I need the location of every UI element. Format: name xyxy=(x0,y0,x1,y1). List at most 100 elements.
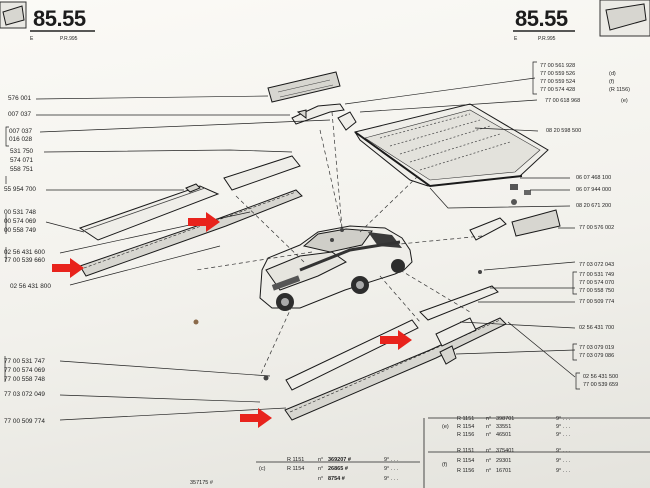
header-sub-e-left: E xyxy=(30,36,34,42)
part-ref: 77 00 509 774 xyxy=(4,418,45,425)
part-ref: 00 574 069 xyxy=(4,218,36,225)
part-ref: 77 00 618 968 xyxy=(545,98,581,104)
reflector-part xyxy=(511,209,561,237)
footer-serial: 16701 xyxy=(496,468,512,474)
footer-label: (e) xyxy=(442,424,449,430)
footer-cut-text: 357175 # xyxy=(190,480,213,486)
part-ref: 77 00 559 524 xyxy=(540,79,576,85)
footer-serial: 33551 xyxy=(496,424,512,430)
footer-label: (c) xyxy=(259,466,266,472)
header-ref-right: P.R.995 xyxy=(538,36,556,42)
page-number-left: 85.55 xyxy=(33,6,86,31)
footer-serial: 375401 xyxy=(496,448,515,454)
part-ref: 77 03 079 019 xyxy=(579,345,615,351)
part-ref: 77 00 574 069 xyxy=(4,367,45,374)
part-ref: 77 00 531 747 xyxy=(4,358,45,365)
part-ref: 77 00 539 660 xyxy=(4,257,45,264)
red-arrow-2 xyxy=(188,212,220,232)
thumbnail-part-left xyxy=(2,5,25,26)
page-number-right: 85.55 xyxy=(515,6,568,31)
thumbnail-part-right xyxy=(605,3,647,31)
part-ref: 00 558 749 xyxy=(4,227,36,234)
footer-dots: 9° . . . xyxy=(384,476,399,482)
note-mark: (R 1156) xyxy=(609,87,630,93)
part-ref: 55 954 700 xyxy=(4,186,36,193)
note-mark: (f) xyxy=(609,79,615,85)
footer-model: R 1156 xyxy=(457,468,475,474)
part-ref: 77 00 531 749 xyxy=(579,272,615,278)
part-ref: 016 028 xyxy=(9,136,33,143)
footer-model: R 1151 xyxy=(457,448,475,454)
footer-prefix: n° xyxy=(318,457,324,463)
part-ref: 576 001 xyxy=(8,95,32,102)
footer-prefix: n° xyxy=(486,468,492,474)
plate-light-part xyxy=(267,71,341,103)
footer-prefix: n° xyxy=(486,448,492,454)
sill-rail-lower xyxy=(284,317,507,421)
part-ref: 02 56 431 500 xyxy=(583,374,619,380)
footer-dots: 9° . . . xyxy=(384,457,399,463)
footer-prefix: n° xyxy=(318,466,324,472)
sill-trim-left-upper xyxy=(78,185,220,241)
sill-rail-left-upper xyxy=(79,189,303,277)
part-ref: 77 00 574 428 xyxy=(540,87,576,93)
note-mark: (d) xyxy=(609,71,616,77)
note-mark: (e) xyxy=(621,98,628,104)
footer-serial-table xyxy=(256,417,650,488)
part-ref: 77 00 558 748 xyxy=(4,376,45,383)
footer-dots: 9° . . . xyxy=(384,466,399,472)
part-ref: 77 00 576 002 xyxy=(579,225,615,231)
header-sub-e-right: E xyxy=(514,36,518,42)
footer-serial: 29301 xyxy=(496,458,512,464)
footer-model: R 1154 xyxy=(287,466,305,472)
footer-model: R 1154 xyxy=(457,424,475,430)
part-ref: 77 03 072 043 xyxy=(579,262,615,268)
part-ref: 574 071 xyxy=(10,157,34,164)
footer-serial: 398701 xyxy=(496,416,515,422)
red-arrows xyxy=(52,212,412,428)
footer-model: R 1156 xyxy=(457,432,475,438)
footer-prefix: n° xyxy=(486,416,492,422)
footer-prefix: n° xyxy=(318,476,324,482)
part-ref: 06 07 944 000 xyxy=(576,187,612,193)
part-ref: 77 00 509 774 xyxy=(579,299,615,305)
footer-serial: 369207 # xyxy=(328,457,351,463)
footer-serial: 46501 xyxy=(496,432,512,438)
footer-model: R 1151 xyxy=(457,416,475,422)
part-ref: 531 750 xyxy=(10,148,34,155)
part-ref: 06 07 468 100 xyxy=(576,175,612,181)
car-illustration xyxy=(259,225,413,311)
part-ref: 00 531 748 xyxy=(4,209,36,216)
footer-dots: 9° . . . xyxy=(556,468,571,474)
red-arrow-4 xyxy=(240,408,272,428)
part-ref: 08 20 671 200 xyxy=(576,203,612,209)
footer-dots: 9° . . . xyxy=(556,458,571,464)
footer-prefix: n° xyxy=(486,432,492,438)
footer-dots: 9° . . . xyxy=(556,416,571,422)
part-ref: 558 751 xyxy=(10,166,34,173)
part-ref: 02 56 431 700 xyxy=(579,325,615,331)
parcel-shelf-part xyxy=(354,103,549,188)
footer-serial: 26865 # xyxy=(328,466,348,472)
part-ref: 77 03 079 086 xyxy=(579,353,615,359)
footer-prefix: n° xyxy=(486,458,492,464)
footer-serial: 8754 # xyxy=(328,476,345,482)
part-ref: 77 00 561 928 xyxy=(540,63,576,69)
red-arrow-1 xyxy=(52,258,84,278)
handle-part xyxy=(291,103,345,125)
footer-prefix: n° xyxy=(486,424,492,430)
part-ref: 007 037 xyxy=(8,111,32,118)
header-ref-left: P.R.995 xyxy=(60,36,78,42)
footer-model: R 1154 xyxy=(457,458,475,464)
footer-dots: 9° . . . xyxy=(556,424,571,430)
part-ref: 77 03 072 049 xyxy=(4,391,45,398)
part-ref: 77 00 559 526 xyxy=(540,71,576,77)
footer-dots: 9° . . . xyxy=(556,432,571,438)
part-ref: 007 037 xyxy=(9,128,33,135)
part-ref: 02 56 431 800 xyxy=(10,283,51,290)
part-ref: 77 00 574 070 xyxy=(579,280,615,286)
part-ref: 77 00 558 750 xyxy=(579,288,615,294)
red-arrow-3 xyxy=(380,330,412,350)
